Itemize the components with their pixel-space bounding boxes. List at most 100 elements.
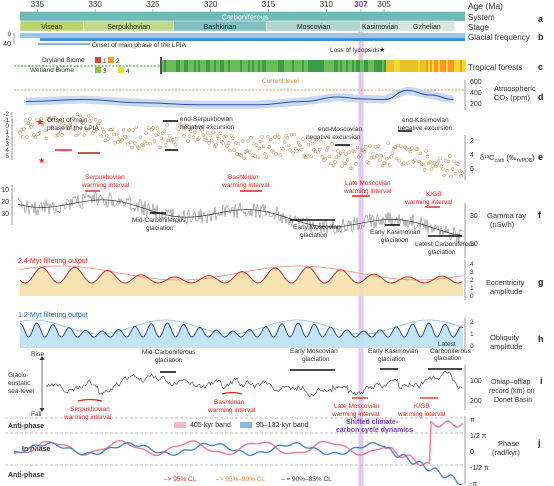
carbon-point bbox=[56, 133, 60, 137]
forest-stripe bbox=[324, 60, 326, 72]
obl-label-2: amplitude bbox=[490, 342, 523, 351]
carbon-point bbox=[341, 149, 346, 153]
carbon-point bbox=[410, 146, 414, 150]
forest-stripe bbox=[304, 60, 306, 72]
highlight-band-307 bbox=[358, 12, 364, 486]
carbon-point bbox=[366, 161, 371, 165]
age-tick-label: 310 bbox=[320, 0, 334, 9]
carbon-point bbox=[156, 132, 161, 137]
forest-stripe bbox=[188, 60, 190, 72]
carbon-point bbox=[386, 141, 390, 145]
forest-stripe bbox=[208, 60, 210, 72]
carbon-point bbox=[247, 150, 252, 154]
carbon-point bbox=[21, 134, 25, 139]
panel-label-j: j bbox=[537, 438, 541, 448]
carbon-point bbox=[452, 159, 456, 164]
carbon-point bbox=[385, 156, 389, 161]
carbon-point bbox=[442, 173, 446, 178]
eccentricity-curve bbox=[19, 266, 463, 284]
carbon-point bbox=[295, 149, 299, 153]
carbon-point bbox=[128, 140, 133, 145]
gamma-glac-mid-1: Mid-Carboniferous bbox=[132, 217, 186, 224]
lycopsid-loss-label: Loss of lycopsids bbox=[330, 47, 380, 54]
carbon-point bbox=[408, 149, 413, 154]
carbon-onset-label-2: phase of the LPIA bbox=[47, 125, 99, 132]
age-tick-label: 335 bbox=[31, 0, 45, 9]
carbon-point bbox=[299, 147, 304, 152]
gamma-warm-bash-1: Bashkirian bbox=[228, 174, 259, 181]
co2-current-label: Current level bbox=[262, 78, 299, 85]
forest-stripe bbox=[316, 60, 318, 72]
forest-stripe bbox=[362, 60, 364, 72]
carbon-point bbox=[109, 128, 113, 132]
tropical-forests-panel: Loss of lycopsids ★ Dryland Biome Wetlan… bbox=[14, 46, 543, 75]
forest-stripe bbox=[252, 60, 254, 72]
onlap-warm-mosc-1: Late Moscovian bbox=[334, 403, 380, 410]
gamma-right-tick: 50 bbox=[470, 241, 478, 248]
carbon-point bbox=[246, 138, 250, 143]
carbon-point bbox=[75, 112, 80, 117]
forest-stripe bbox=[166, 60, 168, 72]
phase-tick: 1/2 π bbox=[470, 433, 487, 440]
forest-stripe bbox=[242, 60, 244, 72]
carbon-point bbox=[102, 130, 106, 134]
carbon-point bbox=[264, 155, 269, 159]
carbon-point bbox=[141, 143, 145, 148]
carbon-left-tick: -1 bbox=[3, 117, 9, 124]
age-axis-title: Age (Ma) bbox=[468, 1, 503, 11]
carbon-point bbox=[74, 133, 78, 138]
forest-stripe bbox=[372, 60, 374, 72]
carbon-point bbox=[158, 145, 162, 150]
carbon-ann-mosc-1: end-Moscovian bbox=[318, 126, 362, 133]
forest-stripe bbox=[274, 60, 276, 72]
forest-stripe bbox=[240, 60, 242, 72]
carbon-point bbox=[190, 126, 194, 130]
forest-stripe bbox=[276, 60, 278, 72]
carbon-point bbox=[22, 127, 26, 131]
forest-stripe bbox=[272, 60, 274, 72]
carbon-point bbox=[225, 144, 229, 148]
carbon-point bbox=[429, 167, 434, 171]
gamma-ray-curve bbox=[17, 191, 463, 243]
phase-tick: -π bbox=[470, 481, 477, 486]
carbon-point bbox=[155, 126, 159, 131]
carbon-point bbox=[320, 155, 325, 159]
gamma-warm-kgb-1: K/GB bbox=[426, 191, 442, 198]
carbon-point bbox=[133, 141, 137, 145]
stage-name: Bashkirian bbox=[204, 24, 237, 31]
eccentricity-fill bbox=[20, 267, 463, 296]
gamma-warm-kgb-2: warming interval bbox=[404, 199, 453, 206]
carbon-point bbox=[329, 161, 333, 166]
forest-stripe bbox=[356, 60, 358, 72]
carbon-point bbox=[197, 136, 201, 140]
carbon-point bbox=[50, 125, 54, 129]
forest-stripe bbox=[456, 60, 458, 72]
carbon-left-tick: -2 bbox=[3, 111, 9, 118]
carbon-point bbox=[448, 154, 452, 158]
carbon-point bbox=[89, 116, 94, 121]
panel-label-b: b bbox=[538, 32, 544, 42]
gamma-glac-emosc-1: Early Moscovian bbox=[293, 224, 341, 231]
onlap-rise: Rise bbox=[31, 351, 44, 358]
forest-stripe bbox=[186, 60, 188, 72]
forest-stripe bbox=[244, 60, 246, 72]
carbon-point bbox=[260, 135, 264, 139]
carbon-point bbox=[459, 174, 463, 178]
carbon-point bbox=[369, 156, 374, 160]
glacial-onset-label: Onset of main phase of the LPIA bbox=[92, 42, 187, 49]
forest-stripe bbox=[224, 60, 226, 72]
forest-stripe bbox=[340, 60, 342, 72]
onlap-label-3: Donet Basin bbox=[494, 397, 532, 404]
phase-tick: π bbox=[470, 417, 475, 424]
carbon-point bbox=[242, 156, 246, 161]
carbon-point bbox=[105, 133, 109, 138]
gamma-glac-ekas-1: Early Kasimovian bbox=[370, 229, 421, 236]
gamma-glac-late-2: glaciation bbox=[428, 249, 456, 256]
carbon-point bbox=[85, 128, 89, 132]
carbon-left-tick: 1 bbox=[5, 129, 9, 136]
carbon-point bbox=[99, 134, 103, 138]
phase-label-1: Phase bbox=[498, 439, 519, 448]
carbon-point bbox=[186, 139, 190, 143]
stage-name: Gzhelian bbox=[413, 24, 441, 31]
carbon-point bbox=[277, 135, 281, 139]
